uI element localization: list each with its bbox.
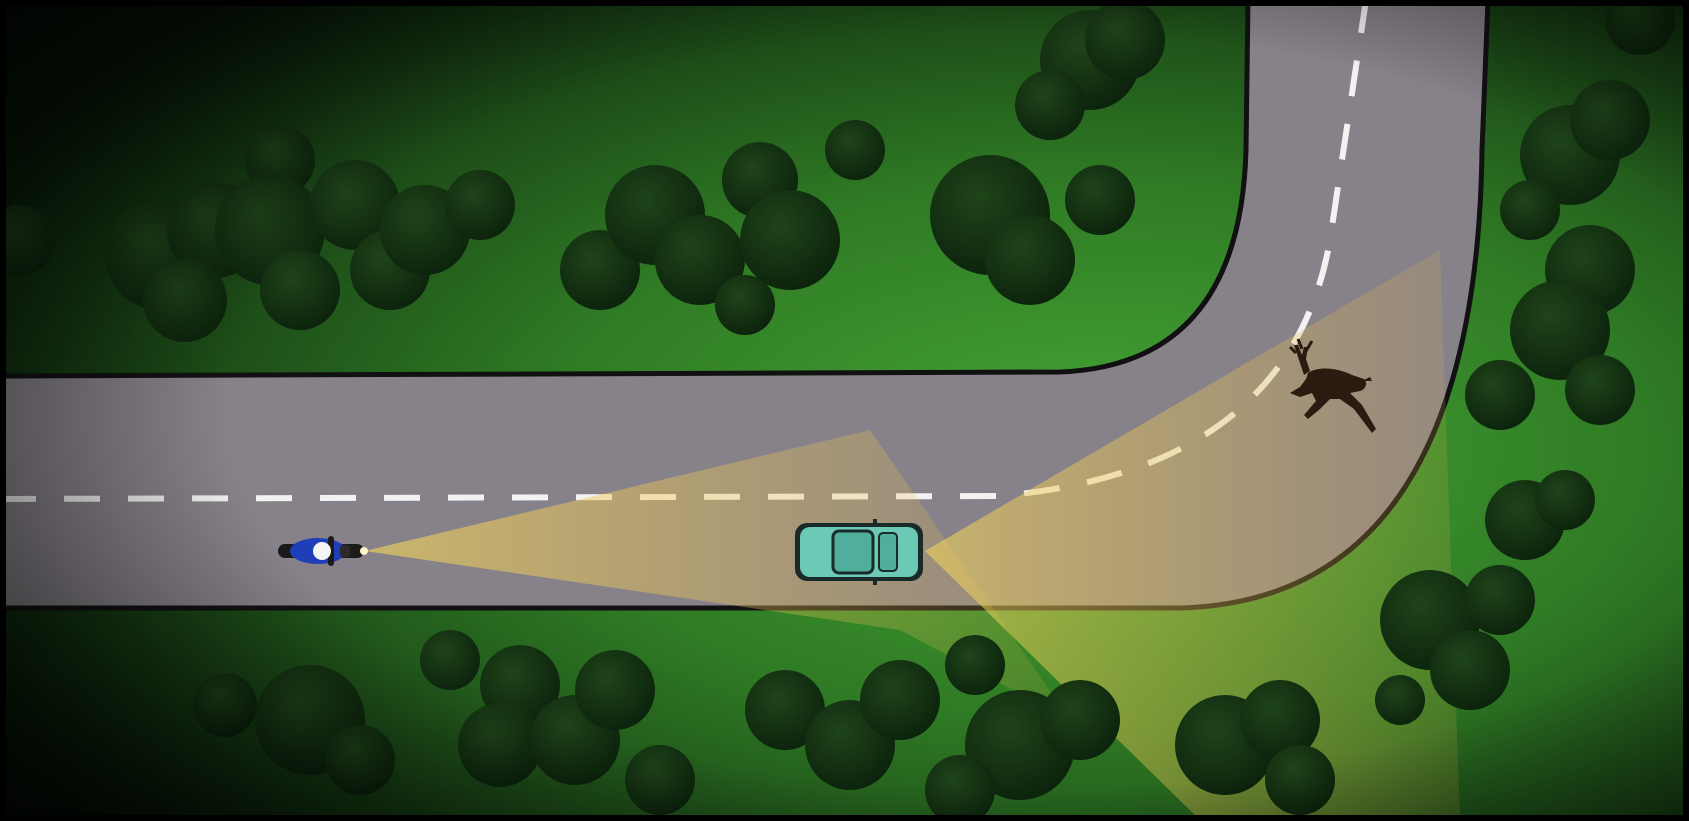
vignette-overlay: [6, 6, 1683, 815]
